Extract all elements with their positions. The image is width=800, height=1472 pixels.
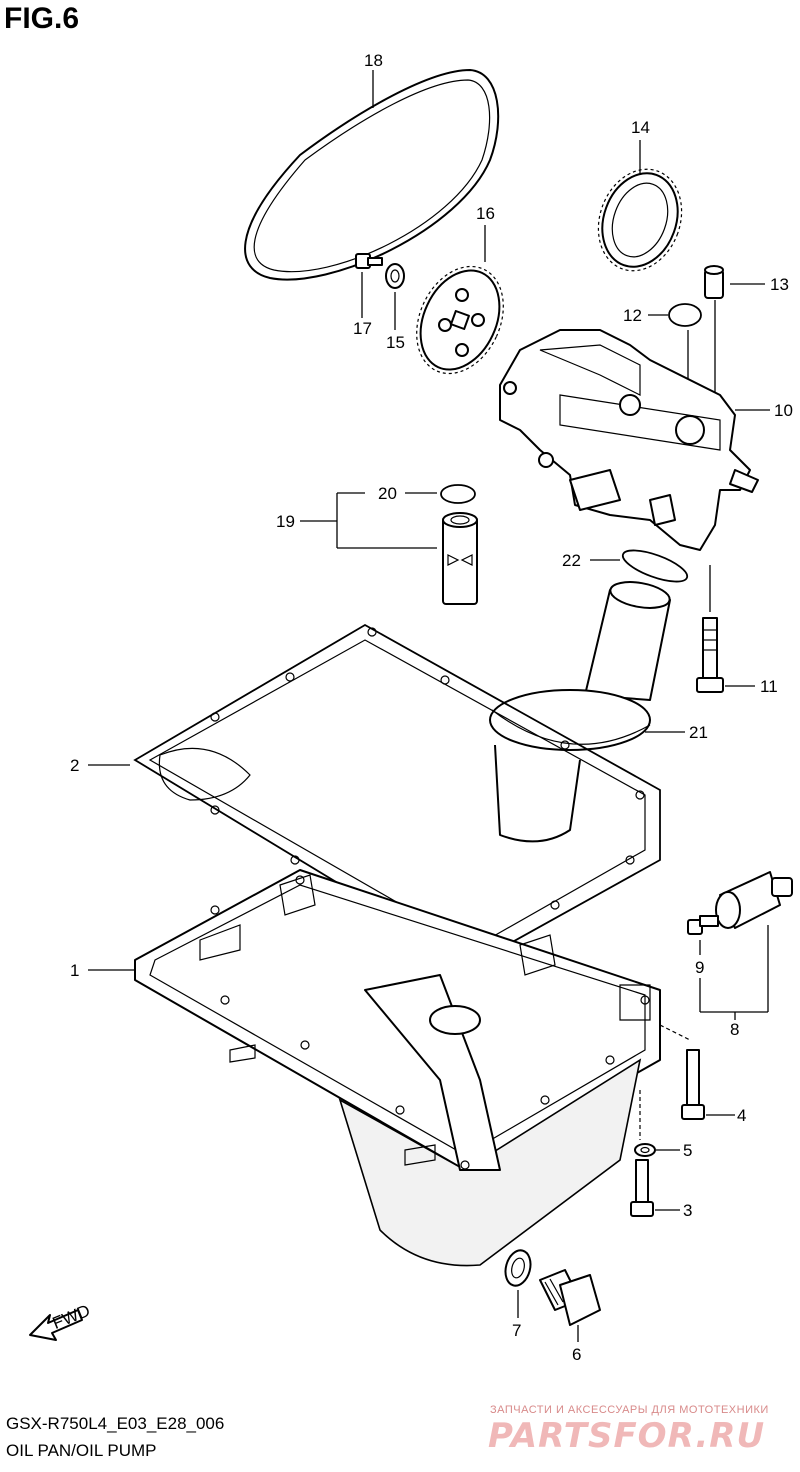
callout-6: 6	[572, 1345, 581, 1364]
figure-code: GSX-R750L4_E03_E28_006	[6, 1414, 225, 1433]
oil-pump-chain	[244, 69, 500, 281]
callout-14: 14	[631, 118, 650, 137]
oil-pump-assembly	[499, 329, 759, 551]
callout-20: 20	[378, 484, 397, 503]
drain-plug	[539, 1269, 601, 1326]
oil-pressure-switch	[715, 871, 793, 929]
fwd-label: FWD	[50, 1301, 93, 1333]
oil-pan-bolt-long	[681, 1049, 705, 1120]
callout-4: 4	[737, 1106, 746, 1125]
crank-sprocket	[597, 168, 683, 272]
pipe-o-ring	[440, 484, 476, 504]
sprocket-washer	[385, 263, 405, 289]
forward-direction-arrow	[29, 1309, 83, 1341]
bolt-washer	[634, 1143, 656, 1157]
callout-22: 22	[562, 551, 581, 570]
callout-2: 2	[70, 756, 79, 775]
callout-19: 19	[276, 512, 295, 531]
callout-9: 9	[695, 958, 704, 977]
callout-3: 3	[683, 1201, 692, 1220]
oil-pan-bolt-short	[630, 1159, 654, 1217]
oil-pump-sprocket	[416, 265, 504, 375]
callout-13: 13	[770, 275, 789, 294]
callout-7: 7	[512, 1321, 521, 1340]
oil-pan	[134, 869, 661, 1267]
switch-bolt	[687, 915, 719, 935]
dowel-pin	[704, 265, 724, 299]
oil-strainer	[489, 581, 671, 843]
figure-title: FIG.6	[4, 2, 80, 35]
pump-mounting-bolt	[696, 617, 724, 693]
watermark-logo: PARTSFOR.RU	[488, 1416, 766, 1456]
callout-17: 17	[353, 319, 372, 338]
callout-1: 1	[70, 961, 79, 980]
callout-12: 12	[623, 306, 642, 325]
callout-18: 18	[364, 51, 383, 70]
callout-8: 8	[730, 1020, 739, 1039]
sprocket-bolt	[355, 253, 383, 269]
pump-o-ring	[668, 303, 702, 327]
watermark-tagline: ЗАПЧАСТИ И АКСЕССУАРЫ ДЛЯ МОТОТЕХНИКИ	[490, 1404, 769, 1416]
figure-name: OIL PAN/OIL PUMP	[6, 1441, 157, 1460]
strainer-o-ring	[621, 549, 689, 583]
callout-11: 11	[760, 677, 778, 696]
callout-15: 15	[386, 333, 405, 352]
callout-10: 10	[774, 401, 793, 420]
callout-16: 16	[476, 204, 495, 223]
drain-plug-gasket	[504, 1249, 532, 1287]
callout-21: 21	[689, 723, 708, 742]
callout-5: 5	[683, 1141, 692, 1160]
oil-pipe	[442, 512, 478, 605]
